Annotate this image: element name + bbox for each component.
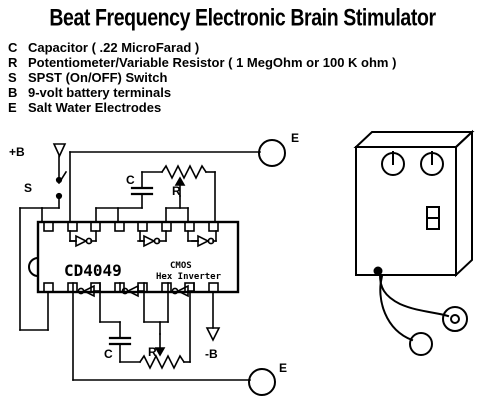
device-box-side	[455, 129, 473, 278]
legend-item-switch: S SPST (On/OFF) Switch	[8, 70, 396, 85]
cable-upper	[378, 273, 450, 318]
device-illustration	[353, 129, 475, 356]
legend-key: R	[8, 55, 18, 70]
inverter-gates-bottom	[72, 282, 195, 297]
legend-text: Potentiometer/Variable Resistor ( 1 MegO…	[28, 55, 397, 70]
potentiometer-wiper	[174, 176, 186, 186]
legend-text: 9-volt battery terminals	[28, 85, 172, 100]
device-electrode-upper	[442, 306, 468, 332]
legend-text: Capacitor ( .22 MicroFarad )	[28, 40, 200, 55]
chip-family: CMOS	[170, 261, 192, 271]
bottom-wiring	[72, 291, 276, 396]
label-electrode-bottom: E	[279, 361, 287, 375]
label-resistor-bottom: R	[148, 345, 157, 359]
legend-item-capacitor: C Capacitor ( .22 MicroFarad )	[8, 40, 396, 55]
potentiometer-top	[160, 164, 208, 180]
label-resistor-top: R	[172, 184, 181, 198]
label-positive-battery: +B	[9, 145, 25, 159]
switch-blade	[57, 170, 68, 185]
label-negative-battery: -B	[205, 347, 218, 361]
chip-description: Hex Inverter	[156, 272, 222, 282]
page-title: Beat Frequency Electronic Brain Stimulat…	[49, 4, 436, 32]
top-wiring	[19, 139, 286, 331]
legend-text: Salt Water Electrodes	[28, 100, 162, 115]
potentiometer-bottom-wiper	[154, 347, 166, 357]
chip-top-pins	[43, 221, 219, 232]
legend-key: E	[8, 100, 17, 115]
potentiometer-bottom	[138, 354, 186, 370]
component-legend: C Capacitor ( .22 MicroFarad ) R Potenti…	[8, 40, 396, 115]
device-box-front	[355, 146, 457, 276]
legend-item-potentiometer: R Potentiometer/Variable Resistor ( 1 Me…	[8, 55, 396, 70]
negative-battery-terminal	[205, 327, 221, 342]
electrode-bottom	[248, 368, 276, 396]
label-capacitor-top: C	[126, 173, 135, 187]
legend-key: S	[8, 70, 17, 85]
positive-battery-terminal	[52, 143, 67, 158]
label-switch: S	[24, 181, 32, 195]
label-capacitor-bottom: C	[104, 347, 113, 361]
inverter-gates-top	[69, 230, 217, 247]
legend-item-electrodes: E Salt Water Electrodes	[8, 100, 396, 115]
device-electrode-lower	[409, 332, 433, 356]
label-electrode-top: E	[291, 131, 299, 145]
electrode-top	[258, 139, 286, 167]
chip-notch	[28, 256, 40, 278]
legend-text: SPST (On/OFF) Switch	[28, 70, 168, 85]
cable-lower	[379, 274, 414, 342]
legend-key: C	[8, 40, 18, 55]
device-box-top	[353, 131, 475, 148]
legend-key: B	[8, 85, 18, 100]
legend-item-battery: B 9-volt battery terminals	[8, 85, 396, 100]
chip-part-number: CD4049	[64, 261, 122, 280]
